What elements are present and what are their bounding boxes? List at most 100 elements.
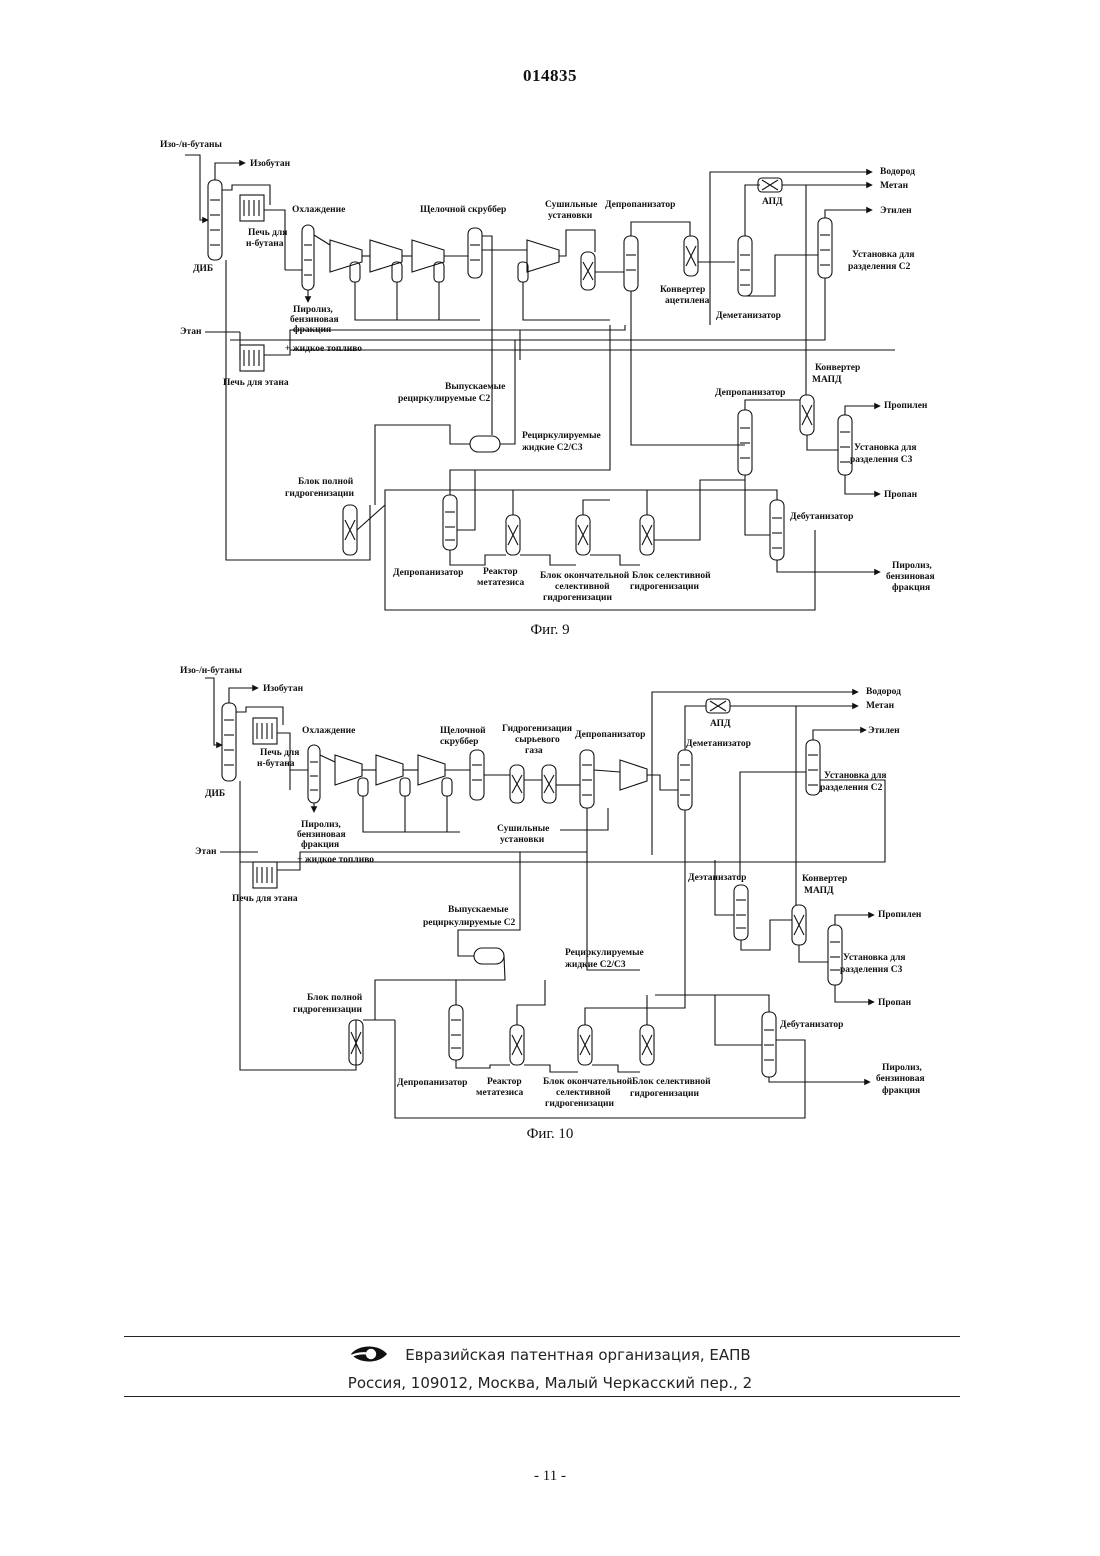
- label-dib: ДИБ: [205, 789, 225, 799]
- label-mapd-2: МАПД: [812, 375, 842, 385]
- label-caustic-2: скруббер: [440, 736, 478, 747]
- label-methane: Метан: [880, 181, 909, 191]
- label-sel-hydro-1: Блок селективной: [632, 1076, 711, 1087]
- label-final-sel-3: гидрогенизации: [545, 1099, 614, 1109]
- label-mapd-1: Конвертер: [815, 363, 860, 373]
- label-recycled-liquid-2: жидкие С2/С3: [565, 960, 626, 970]
- label-purge-1: Выпускаемые: [445, 382, 505, 392]
- figure-10: Изо-/н-бутаны Изобутан ДИБ Печь для н-бу…: [0, 660, 1100, 1130]
- label-feed-hydro-2: сырьевого: [515, 735, 560, 745]
- label-depropanizer-mid: Депропанизатор: [715, 388, 785, 398]
- label-furnace-ethane: Печь для этана: [232, 894, 298, 904]
- label-depropanizer-bottom: Депропанизатор: [393, 568, 463, 578]
- label-liquid-fuel: + жидкое топливо: [297, 855, 374, 865]
- label-caustic-scrubber: Щелочной скруббер: [420, 204, 506, 215]
- label-pyrolysis-3: фракция: [301, 839, 339, 850]
- label-feed-hydro-3: газа: [525, 746, 543, 756]
- label-c3-unit-1: Установка для: [854, 443, 917, 453]
- label-furnace-n-butane-2: н-бутана: [257, 758, 295, 769]
- label-furnace-ethane: Печь для этана: [223, 378, 289, 388]
- label-c2-unit-2: разделения С2: [820, 783, 883, 793]
- label-c3-unit-1: Установка для: [843, 953, 906, 963]
- label-recycled-liquid-1: Рециркулируемые: [522, 431, 601, 441]
- label-depropanizer-top: Депропанизатор: [605, 200, 675, 210]
- label-pyrolysis-out-3: фракция: [882, 1085, 920, 1096]
- footer-bottom-rule: [124, 1396, 960, 1397]
- label-sel-hydro-1: Блок селективной: [632, 570, 711, 581]
- label-dryers-1: Сушильные: [497, 824, 549, 834]
- figure-9-diagram: Изо-/н-бутаны Изобутан ДИБ Печь для н-бу…: [0, 130, 1100, 620]
- label-mapd-2: МАПД: [804, 886, 834, 896]
- label-ethylene: Этилен: [880, 206, 912, 216]
- label-ethane: Этан: [195, 847, 217, 857]
- label-hydrogen: Водород: [866, 687, 901, 697]
- label-dryers-2: установки: [500, 835, 545, 845]
- label-isobutane: Изобутан: [263, 683, 304, 694]
- label-apd: АПД: [762, 197, 783, 207]
- figure-9: Изо-/н-бутаны Изобутан ДИБ Печь для н-бу…: [0, 130, 1100, 620]
- label-full-hydro-2: гидрогенизации: [293, 1005, 362, 1015]
- label-iso-n-butanes: Изо-/н-бутаны: [180, 665, 242, 676]
- label-ethane: Этан: [180, 327, 202, 337]
- label-propylene: Пропилен: [884, 401, 928, 411]
- label-full-hydro-1: Блок полной: [298, 476, 354, 487]
- label-full-hydro-1: Блок полной: [307, 992, 363, 1003]
- eapo-logo-icon: [349, 1344, 389, 1364]
- label-final-sel-2: селективной: [555, 581, 610, 592]
- label-cooling: Охлаждение: [302, 726, 355, 736]
- label-purge-2: рециркулируемые С2: [423, 918, 516, 928]
- label-depropanizer-top: Депропанизатор: [575, 730, 645, 740]
- label-pyrolysis-out-2: бензиновая: [886, 571, 935, 582]
- label-acetylene-conv-2: ацетилена: [665, 296, 710, 306]
- label-liquid-fuel: + жидкое топливо: [285, 344, 362, 354]
- label-methane: Метан: [866, 701, 895, 711]
- label-isobutane: Изобутан: [250, 158, 291, 169]
- label-final-sel-3: гидрогенизации: [543, 593, 612, 603]
- document-number: 014835: [0, 66, 1100, 86]
- label-cooling: Охлаждение: [292, 205, 345, 215]
- footer-organization: Евразийская патентная организация, ЕАПВ: [405, 1346, 750, 1364]
- page-number: - 11 -: [0, 1468, 1100, 1485]
- label-c2-unit-1: Установка для: [852, 250, 915, 260]
- footer-address: Россия, 109012, Москва, Малый Черкасский…: [0, 1374, 1100, 1392]
- label-final-sel-1: Блок окончательной: [540, 570, 630, 581]
- label-pyrolysis-out-1: Пиролиз,: [892, 561, 932, 571]
- label-dryers-2: установки: [548, 211, 593, 221]
- label-final-sel-2: селективной: [556, 1087, 611, 1098]
- label-debutanizer: Дебутанизатор: [790, 511, 853, 522]
- label-furnace-n-butane-2: н-бутана: [246, 238, 284, 249]
- figure-10-diagram: Изо-/н-бутаны Изобутан ДИБ Печь для н-бу…: [0, 660, 1100, 1130]
- label-sel-hydro-2: гидрогенизации: [630, 1089, 699, 1099]
- label-pyrolysis-1: Пиролиз,: [301, 820, 341, 830]
- label-propane: Пропан: [878, 998, 912, 1008]
- label-full-hydro-2: гидрогенизации: [285, 489, 354, 499]
- label-c2-unit-1: Установка для: [824, 771, 887, 781]
- label-c2-unit-2: разделения С2: [848, 262, 911, 272]
- label-pyrolysis-2: бензиновая: [297, 829, 346, 840]
- label-pyrolysis-3: фракция: [293, 324, 331, 335]
- label-metathesis-1: Реактор: [487, 1077, 522, 1087]
- label-c3-unit-2: разделения С3: [850, 455, 913, 465]
- label-deethanizer: Деэтанизатор: [688, 873, 746, 883]
- label-apd: АПД: [710, 719, 731, 729]
- label-final-sel-1: Блок окончательной: [543, 1076, 633, 1087]
- label-iso-n-butanes: Изо-/н-бутаны: [160, 139, 222, 150]
- label-mapd-1: Конвертер: [802, 874, 847, 884]
- label-pyrolysis-out-3: фракция: [892, 582, 930, 593]
- label-furnace-n-butane-1: Печь для: [260, 748, 299, 758]
- label-dib: ДИБ: [193, 264, 213, 274]
- label-metathesis-1: Реактор: [483, 567, 518, 577]
- figure-10-caption: Фиг. 10: [0, 1126, 1100, 1143]
- label-caustic-1: Щелочной: [440, 725, 486, 736]
- figure-9-caption: Фиг. 9: [0, 622, 1100, 639]
- label-metathesis-2: метатезиса: [476, 1088, 523, 1098]
- label-sel-hydro-2: гидрогенизации: [630, 582, 699, 592]
- label-dryers-1: Сушильные: [545, 200, 597, 210]
- label-demethanizer: Деметанизатор: [686, 739, 751, 749]
- label-purge-2: рециркулируемые С2: [398, 394, 491, 404]
- label-recycled-liquid-1: Рециркулируемые: [565, 948, 644, 958]
- label-purge-1: Выпускаемые: [448, 905, 508, 915]
- label-propane: Пропан: [884, 490, 918, 500]
- label-pyrolysis-out-2: бензиновая: [876, 1073, 925, 1084]
- label-propylene: Пропилен: [878, 910, 922, 920]
